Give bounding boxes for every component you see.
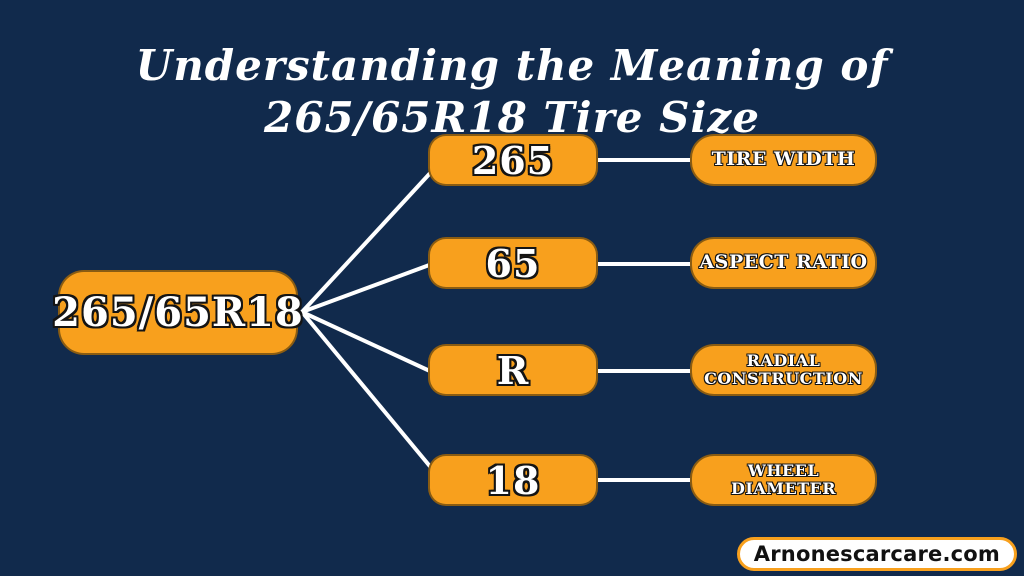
code-label-aspect-ratio: 65 xyxy=(485,240,541,286)
fan-line-aspect-ratio xyxy=(300,262,434,314)
meaning-box-radial: RADIAL CONSTRUCTION xyxy=(690,344,877,396)
page-title: Understanding the Meaning of 265/65R18 T… xyxy=(0,40,1024,144)
code-label-wheel-diameter: 18 xyxy=(485,457,541,503)
meaning-label-radial: RADIAL CONSTRUCTION xyxy=(704,350,863,388)
title-line-2: 265/65R18 Tire Size xyxy=(264,93,760,143)
fan-line-tire-width xyxy=(300,168,435,314)
code-box-tire-width: 265 xyxy=(428,134,598,186)
title-line-1: Understanding the Meaning of xyxy=(135,41,889,91)
code-label-radial: R xyxy=(496,347,530,393)
meaning-label-aspect-ratio: ASPECT RATIO xyxy=(699,251,868,274)
fan-line-wheel-diameter xyxy=(300,310,435,472)
meaning-label-wheel-diameter: WHEEL DIAMETER xyxy=(730,460,837,498)
code-box-aspect-ratio: 65 xyxy=(428,237,598,289)
meaning-box-tire-width: TIRE WIDTH xyxy=(690,134,877,186)
code-label-tire-width: 265 xyxy=(471,137,555,183)
meaning-box-wheel-diameter: WHEEL DIAMETER xyxy=(690,454,877,506)
code-box-wheel-diameter: 18 xyxy=(428,454,598,506)
watermark-text: Arnonescarcare.com xyxy=(753,542,1000,566)
code-box-radial: R xyxy=(428,344,598,396)
meaning-box-aspect-ratio: ASPECT RATIO xyxy=(690,237,877,289)
meaning-label-tire-width: TIRE WIDTH xyxy=(711,148,856,171)
tire-size-root-label: 265/65R18 xyxy=(52,289,304,336)
fan-line-radial xyxy=(300,310,434,374)
tire-size-root-box: 265/65R18 xyxy=(52,270,303,355)
watermark-badge: Arnonescarcare.com xyxy=(736,537,1017,571)
